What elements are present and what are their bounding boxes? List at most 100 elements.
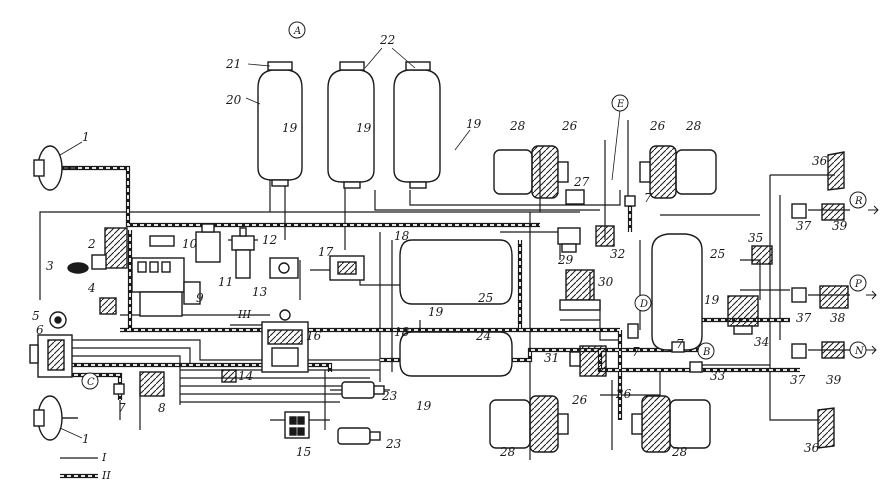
spring-brake-chamber-bottom-left (489, 395, 569, 453)
label-39-top: 39 (832, 219, 848, 233)
filter-12 (231, 227, 255, 279)
legend-label-ii: II (101, 469, 111, 482)
label-9: 9 (196, 291, 204, 305)
spring-brake-chamber-top-right (639, 145, 717, 199)
label-27: 27 (573, 175, 590, 189)
label-28-bottom-left: 28 (499, 445, 516, 459)
label-39-bottom: 39 (826, 373, 842, 387)
label-5: 5 (32, 309, 40, 323)
label-23-lower: 23 (385, 437, 402, 451)
marker-r: R (854, 196, 863, 207)
brake-chamber-front-left (33, 145, 78, 191)
label-1-bottom: 1 (82, 432, 90, 446)
label-32: 32 (610, 247, 625, 261)
valve-27 (565, 189, 585, 205)
junction-7-top-right (624, 195, 636, 207)
label-36-bottom: 36 (804, 441, 820, 455)
spring-brake-chamber-bottom-right (631, 395, 711, 453)
valve-10 (195, 223, 221, 263)
marker-n: N (854, 346, 865, 357)
legend-label-i: I (101, 451, 107, 464)
marker-d: D (639, 299, 648, 310)
junction-7-middle (627, 323, 639, 339)
label-6: 6 (36, 323, 44, 337)
label-28-bottom-right: 28 (671, 445, 688, 459)
label-17: 17 (318, 245, 334, 259)
marker-p: P (854, 279, 862, 290)
label-12: 12 (262, 233, 277, 247)
compressor-unit (67, 227, 175, 274)
leader-lines (59, 47, 621, 439)
valve-33 (689, 361, 703, 373)
receiver-22a (327, 61, 375, 189)
receiver-25-right (651, 233, 703, 351)
label-7-right: 7 (676, 337, 684, 351)
cylinder-23-lower (337, 427, 381, 445)
pressure-gauge (49, 311, 67, 329)
label-25-right: 25 (709, 247, 725, 261)
valve-37-top (791, 203, 807, 219)
label-20: 20 (225, 93, 242, 107)
label-21: 21 (225, 57, 241, 71)
label-8: 8 (158, 401, 166, 415)
label-26-top-left: 26 (561, 119, 578, 133)
label-19-r20: 19 (282, 121, 298, 135)
label-36-top: 36 (812, 154, 828, 168)
label-23-upper: 23 (381, 389, 398, 403)
label-3: 3 (46, 259, 54, 273)
valve-29 (557, 227, 581, 253)
junction-7-left (113, 383, 125, 395)
label-26-top-right: 26 (649, 119, 666, 133)
label-19-r25-right: 19 (704, 293, 720, 307)
label-16: 16 (306, 329, 322, 343)
label-26-bottom-right: 26 (615, 387, 632, 401)
label-10: 10 (182, 237, 198, 251)
valve-17 (329, 255, 365, 281)
label-11: 11 (218, 275, 233, 289)
valve-13 (269, 257, 299, 279)
flow-arrows (866, 205, 879, 355)
label-4: 4 (87, 281, 96, 295)
label-7-left: 7 (118, 401, 126, 415)
spring-brake-chamber-top-left (493, 145, 569, 199)
valve-37-middle (791, 287, 807, 303)
label-29: 29 (557, 253, 574, 267)
marker-a: A (293, 26, 301, 37)
coupling-head-bottom (817, 407, 835, 449)
label-18-top: 18 (394, 229, 410, 243)
switch-block-15 (284, 411, 310, 439)
legend: I II (60, 451, 111, 482)
label-31: 31 (544, 351, 559, 365)
receiver-20 (257, 61, 303, 187)
label-14: 14 (238, 369, 253, 383)
label-7-middle: 7 (632, 345, 640, 359)
label-28-top-left: 28 (509, 119, 526, 133)
label-25-middle: 25 (477, 291, 493, 305)
label-15: 15 (296, 445, 311, 459)
marker-e: E (616, 99, 625, 110)
label-7-top-right: 7 (644, 191, 652, 205)
marker-c: C (87, 377, 95, 388)
label-19-r24: 19 (416, 399, 432, 413)
valve-38 (819, 285, 849, 309)
valve-39-bottom (821, 341, 845, 359)
receiver-24 (399, 331, 513, 377)
brake-valve-16 (261, 309, 309, 373)
valve-37-bottom (791, 343, 807, 359)
valve-14 (221, 369, 237, 383)
valve-39-top (821, 203, 845, 221)
valve-4 (99, 297, 117, 315)
label-35: 35 (748, 231, 763, 245)
label-30: 30 (598, 275, 614, 289)
cylinder-23-upper (341, 381, 385, 399)
receiver-25-middle (399, 239, 513, 305)
label-19-r25-middle: 19 (428, 305, 444, 319)
junction-7-right (671, 341, 685, 353)
label-28-top-right: 28 (685, 119, 702, 133)
circled-markers (81, 21, 867, 390)
label-line-iii: III (237, 308, 252, 321)
brake-chamber-front-right (33, 395, 78, 441)
fuel-pump-block (131, 257, 201, 317)
valve-34 (727, 295, 759, 335)
